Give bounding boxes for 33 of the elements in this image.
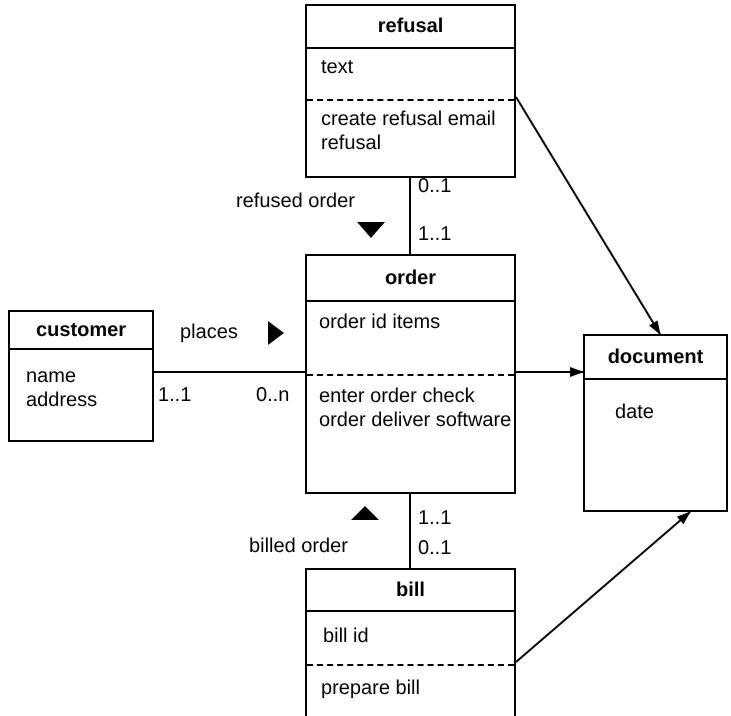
multiplicity-label: 1..1 (158, 384, 192, 406)
association-line (409, 494, 411, 568)
operation-list: create refusal email refusal (321, 107, 514, 155)
arrow (515, 96, 661, 335)
multiplicity-label: 0..n (256, 384, 290, 406)
attribute-list: name address (26, 364, 152, 412)
arrow (516, 367, 584, 377)
attribute-list: text (321, 55, 354, 79)
arrow (515, 511, 691, 663)
attribute-list: date (615, 400, 654, 424)
class-name: order (384, 266, 436, 290)
attribute-list: bill id (323, 624, 369, 648)
class-name: customer (36, 318, 126, 342)
class-box (305, 254, 516, 494)
class-box (8, 310, 154, 442)
class-name: document (608, 346, 704, 368)
edge-label: refused order (236, 190, 355, 212)
multiplicity-label: 1..1 (418, 223, 452, 245)
multiplicity-label: 0..1 (418, 175, 452, 197)
class-box (583, 334, 728, 512)
operation-list: prepare bill (321, 676, 420, 700)
class-name: bill (396, 578, 425, 602)
multiplicity-label: 0..1 (418, 537, 452, 559)
edge-label: places (180, 321, 238, 343)
class-name: refusal (378, 15, 444, 38)
operation-list: enter order check order deliver software (319, 384, 514, 432)
class-box (305, 4, 516, 178)
association-line (154, 371, 305, 373)
attribute-list: order id items (319, 310, 440, 334)
association-line (409, 178, 411, 254)
class-box (305, 568, 516, 716)
multiplicity-label: 1..1 (418, 507, 452, 529)
edge-label: billed order (249, 535, 348, 557)
